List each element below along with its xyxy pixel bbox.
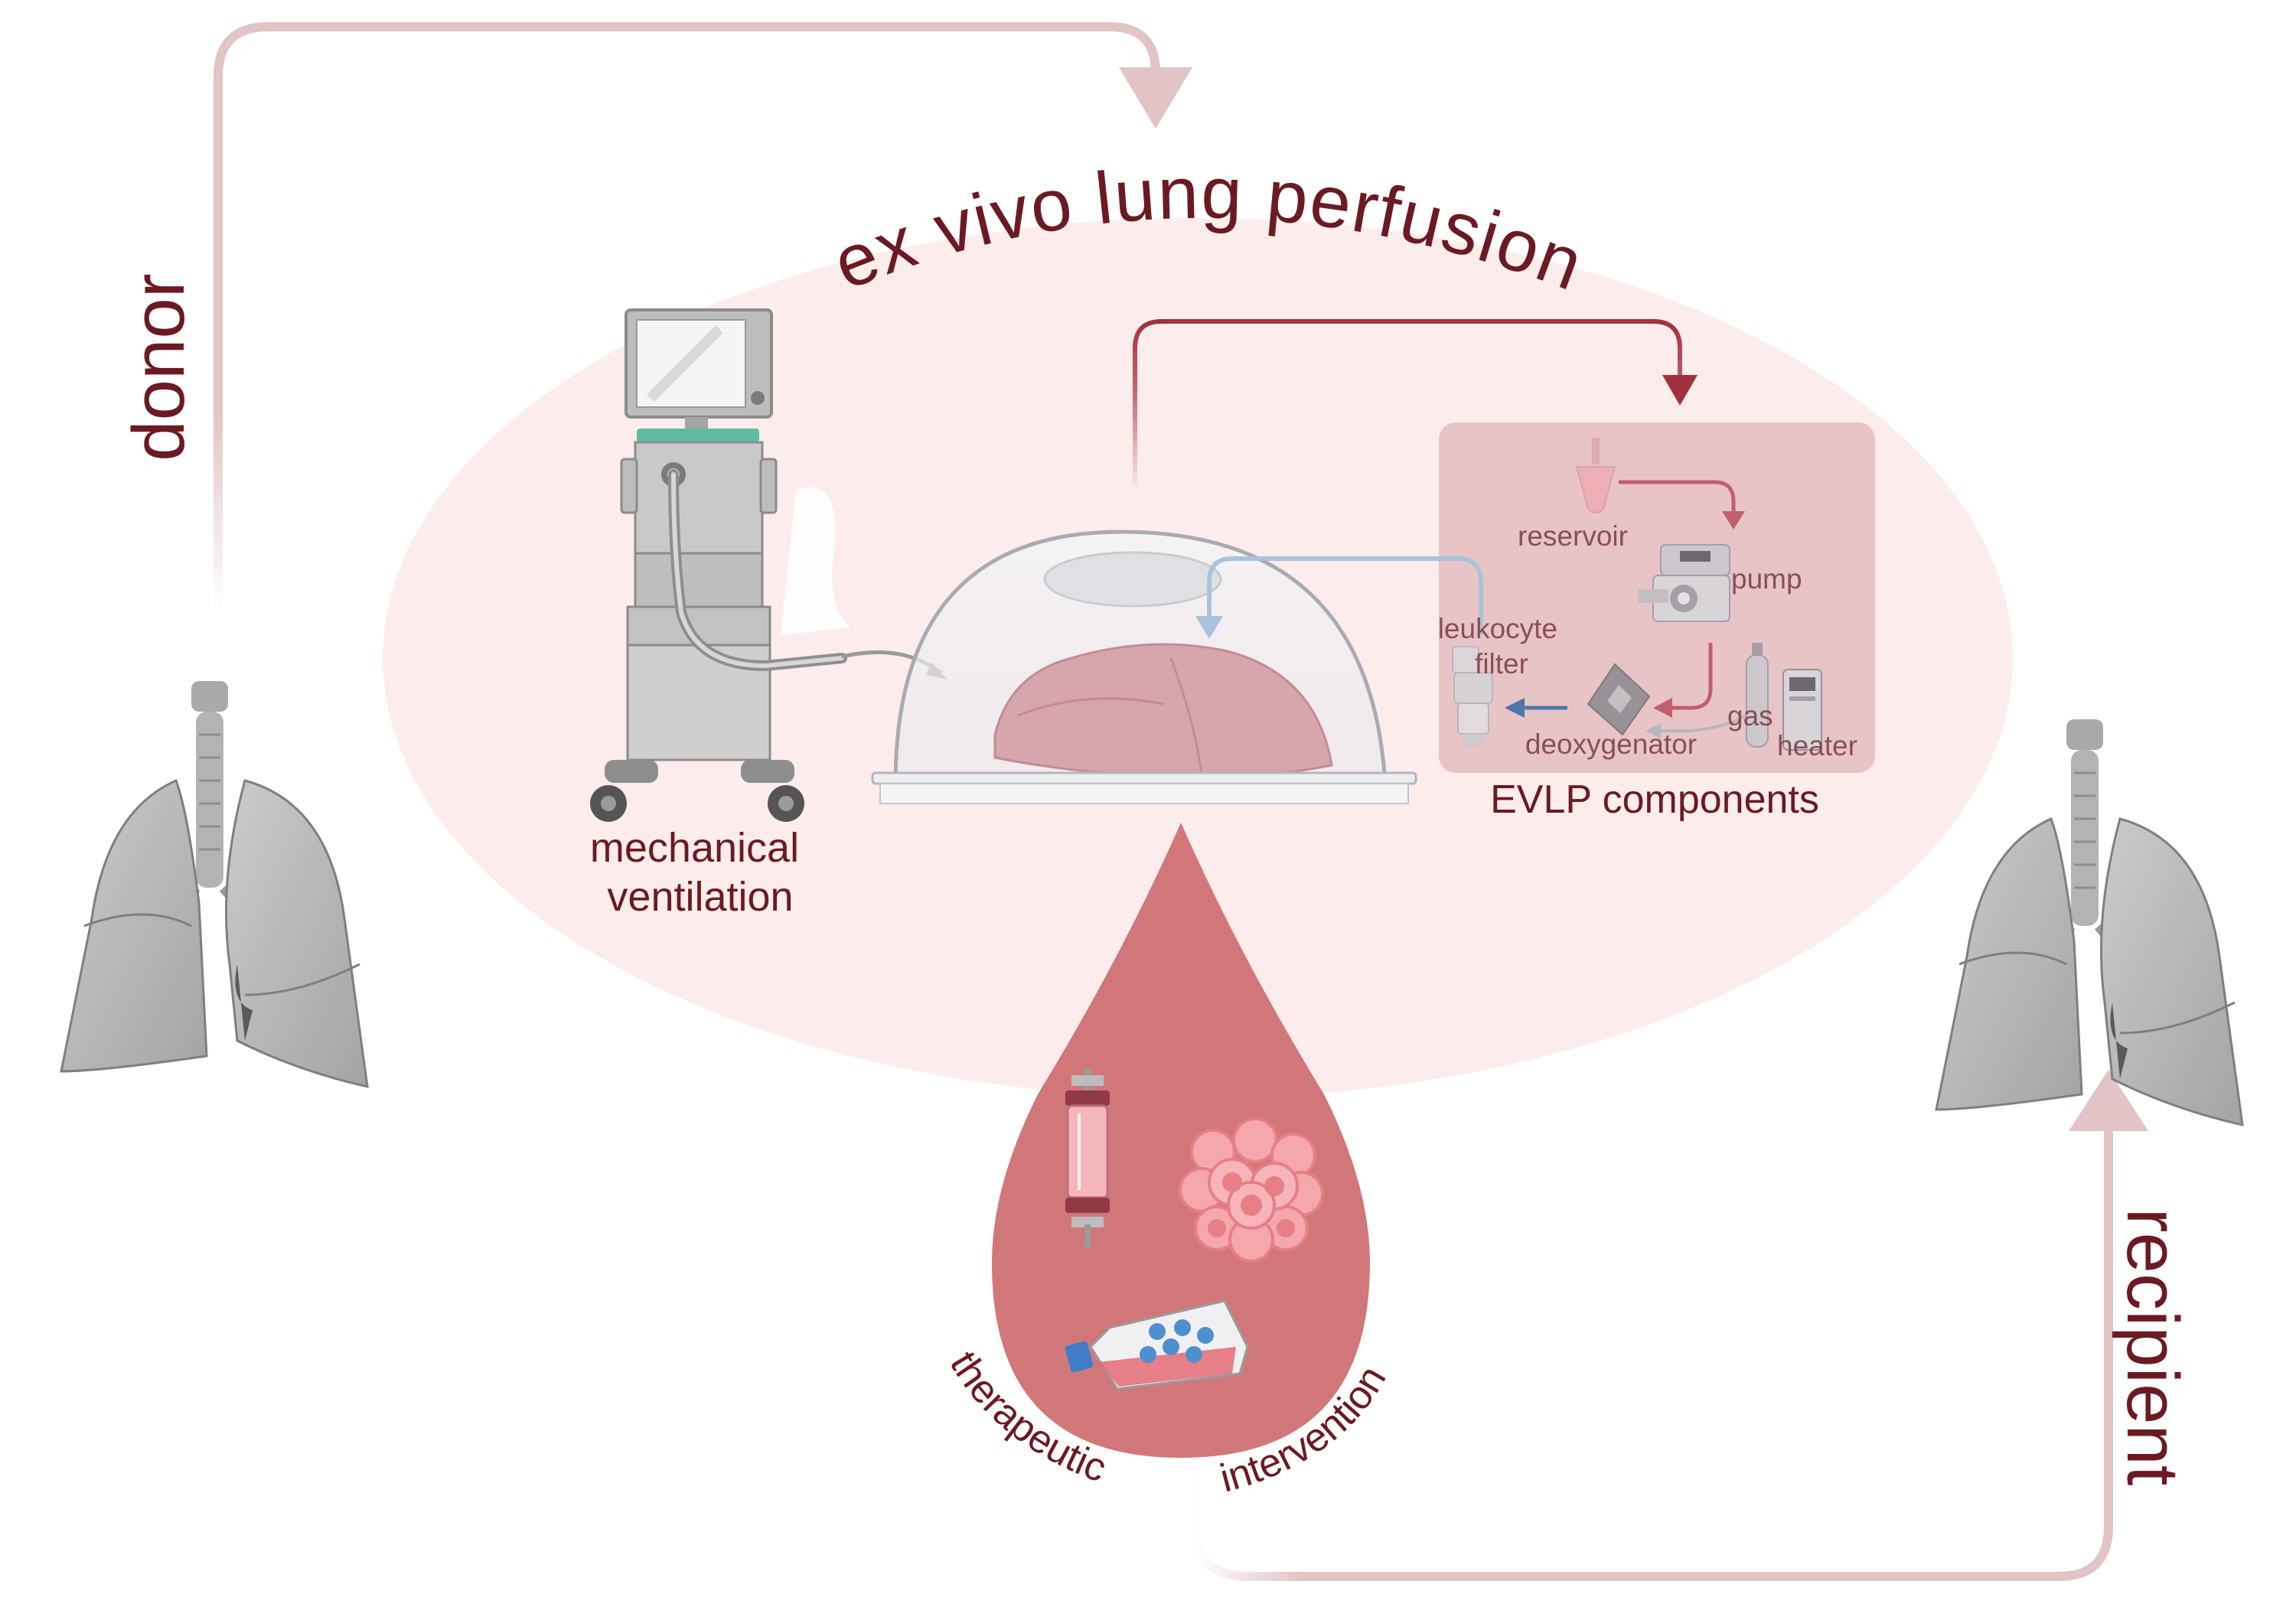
- reservoir-icon: [1575, 438, 1616, 513]
- evlp-components-label: EVLP components: [1490, 777, 1819, 822]
- pump-to-deoxygenator-arrow: [1653, 643, 1713, 718]
- blood-drop-icon: [992, 823, 1370, 1458]
- filter-icon: [1452, 646, 1493, 746]
- gas-cylinder-icon: [1746, 643, 1769, 748]
- perfusate-return-arrow: [1195, 556, 1483, 639]
- bioreactor-icon: [1065, 1068, 1110, 1247]
- donor-flow-arrow: [214, 22, 1192, 617]
- pump-icon: [1638, 544, 1730, 622]
- reservoir-label: reservoir: [1518, 520, 1628, 552]
- leukocyte-filter-label: leukocyte filter: [1438, 613, 1566, 680]
- donor-label: donor: [118, 273, 200, 461]
- lung-icon: [1935, 719, 2244, 1126]
- recipient-label: recipient: [2112, 1208, 2193, 1486]
- pump-label: pump: [1731, 563, 1802, 595]
- recipient-flow-arrow: [1189, 1070, 2148, 1581]
- cell-cluster-icon: [1179, 1117, 1324, 1263]
- deoxygenator-to-filter-arrow: [1505, 698, 1567, 718]
- gas-label: gas: [1727, 700, 1773, 732]
- ventilator-icon: [590, 308, 947, 822]
- component-labels: reservoir pump leukocyte filter deoxygen…: [1438, 520, 1857, 761]
- deoxygenator-label: deoxygenator: [1525, 729, 1697, 760]
- culture-flask-icon: [1065, 1299, 1249, 1390]
- heater-icon: [1782, 669, 1822, 751]
- lung-icon: [60, 681, 369, 1088]
- heater-label: heater: [1777, 730, 1857, 761]
- dome-icon: [871, 530, 1417, 804]
- deoxygenator-icon: [1587, 663, 1651, 736]
- perfusate-out-arrow: [1133, 319, 1698, 490]
- mechanical-ventilation-label: mechanical ventilation: [590, 825, 810, 920]
- reservoir-to-pump-arrow: [1619, 480, 1745, 530]
